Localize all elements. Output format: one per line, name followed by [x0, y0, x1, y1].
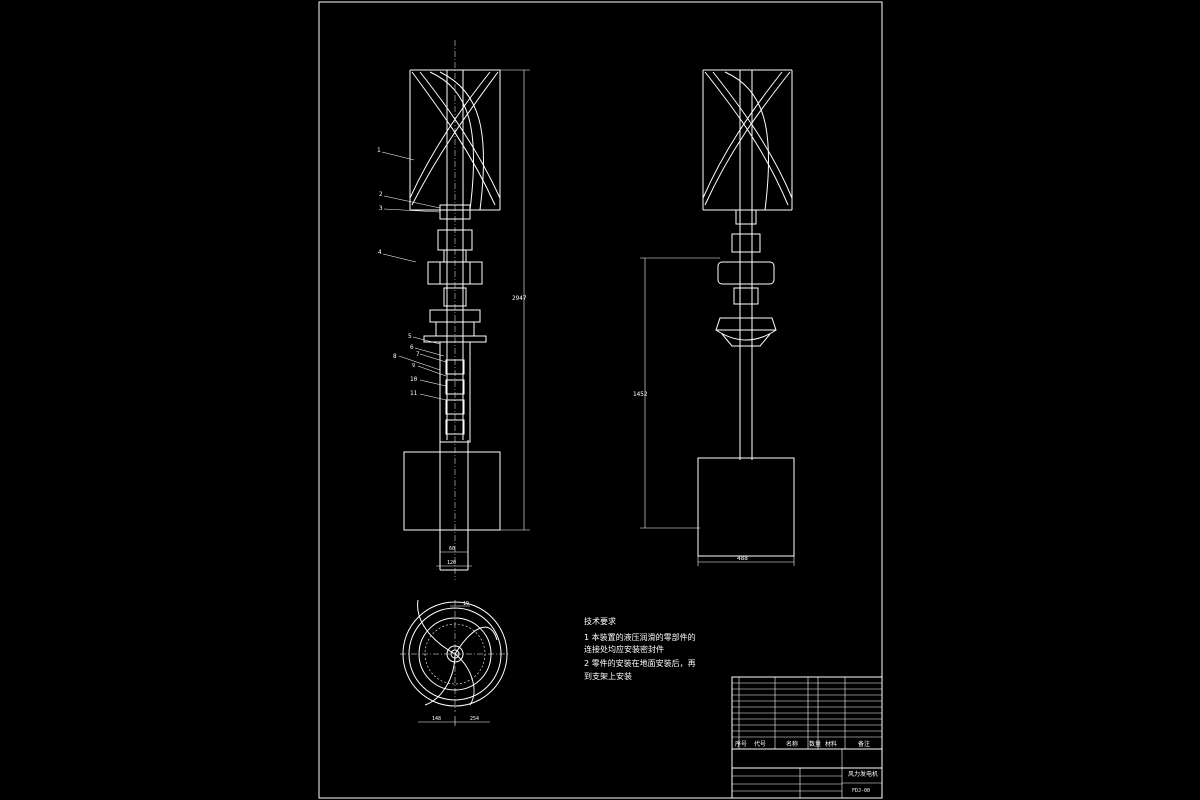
notes-line-4: 到支架上安装 — [584, 671, 632, 681]
dim-total-height: 2947 — [512, 295, 527, 302]
callout-11: 11 — [410, 390, 418, 397]
dim-top: 19 — [463, 601, 469, 607]
callout-4: 4 — [378, 249, 382, 256]
tb-drawing-name: 风力发电机 — [848, 770, 878, 778]
callout-10: 10 — [410, 376, 418, 383]
tb-header-no: 序号 — [735, 740, 747, 748]
dim-bottom-left: 148 — [432, 716, 441, 722]
callout-2: 2 — [379, 191, 383, 198]
callout-9: 9 — [412, 363, 415, 369]
dim-right-height: 1452 — [633, 391, 648, 398]
callout-3: 3 — [379, 205, 383, 212]
tb-drawing-code: FDJ-00 — [852, 788, 870, 794]
right-view: 1452 488 — [633, 69, 795, 566]
tb-header-material: 材料 — [825, 740, 837, 748]
tb-header-note: 备注 — [858, 740, 870, 748]
callout-5: 5 — [408, 333, 412, 340]
callouts: 1 2 3 4 5 6 7 8 9 10 11 — [377, 147, 447, 401]
notes-line-2: 连接处均应安装密封件 — [584, 644, 664, 654]
technical-notes: 技术要求 1 本装置的液压润滑的零部件的 连接处均应安装密封件 2 零件的安装在… — [584, 616, 696, 681]
tb-header-name: 名称 — [786, 740, 798, 748]
callout-6: 6 — [410, 344, 414, 351]
callout-8: 8 — [393, 353, 397, 360]
notes-title: 技术要求 — [584, 616, 616, 626]
callout-7: 7 — [416, 351, 420, 358]
dim-shaft-dia: 60 — [449, 546, 455, 552]
notes-line-3: 2 零件的安装在地面安装后，再 — [584, 658, 696, 668]
tb-header-qty: 数量 — [809, 740, 821, 748]
title-block: 序号 代号 名称 数量 材料 备注 风力发电机 FDJ-00 — [731, 676, 883, 799]
dim-bottom-right: 254 — [470, 716, 479, 722]
tb-header-code: 代号 — [754, 740, 766, 748]
dim-flange-dia: 120 — [447, 560, 456, 566]
left-view: 2947 60 120 — [403, 40, 530, 580]
notes-line-1: 1 本装置的液压润滑的零部件的 — [584, 632, 696, 642]
dim-base-width: 488 — [737, 555, 748, 562]
sheet-border — [318, 1, 883, 799]
callout-1: 1 — [377, 147, 381, 154]
plan-view: 19 148 254 — [400, 599, 510, 726]
